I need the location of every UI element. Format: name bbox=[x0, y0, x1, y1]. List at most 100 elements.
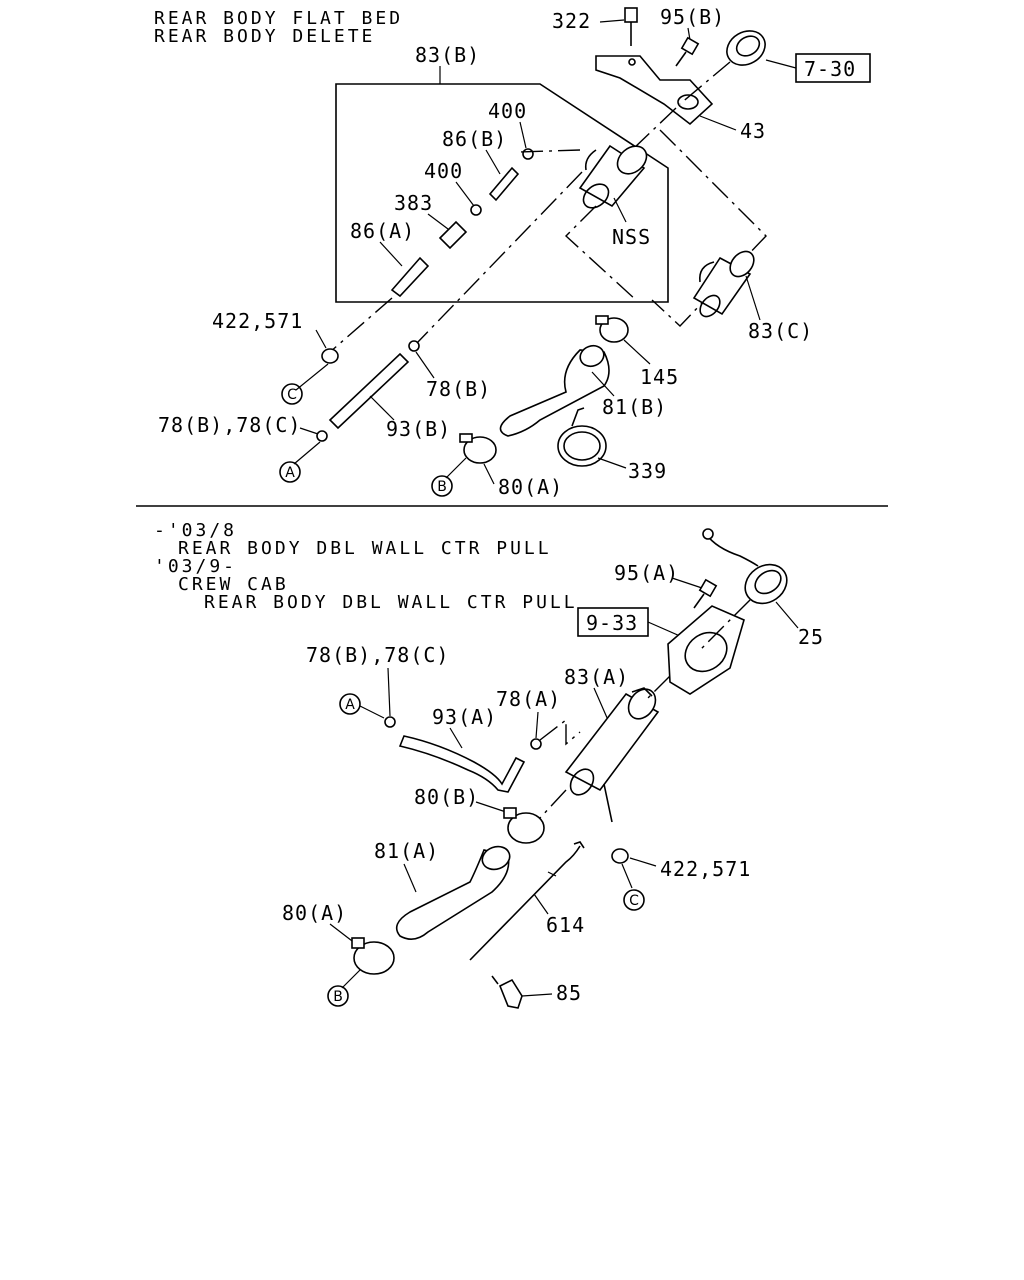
nss-boundary-right bbox=[651, 129, 767, 327]
label-25: 25 bbox=[798, 625, 824, 649]
filler-neck-83a-clip bbox=[631, 687, 653, 697]
clip-78b-top bbox=[408, 340, 420, 352]
leader-145 bbox=[623, 339, 651, 365]
bracket-43-hole bbox=[677, 94, 699, 110]
label-80b: 80(B) bbox=[414, 785, 479, 809]
label-78bc-bottom: 78(B),78(C) bbox=[306, 643, 449, 667]
label-81a: 81(A) bbox=[374, 839, 439, 863]
label-83c: 83(C) bbox=[748, 319, 813, 343]
fuel-cap-25 bbox=[744, 563, 788, 605]
leader-81b bbox=[591, 371, 615, 397]
centerline-vent-top bbox=[519, 149, 581, 153]
centerline-83a bbox=[645, 675, 671, 701]
leader-c-top bbox=[295, 363, 329, 391]
leader-a-top bbox=[293, 441, 321, 465]
label-85: 85 bbox=[556, 981, 582, 1005]
clip-78bc-top bbox=[316, 430, 328, 442]
bracket-43 bbox=[595, 55, 714, 126]
leader-83c bbox=[745, 275, 761, 321]
hose-81a-end bbox=[481, 845, 511, 871]
leader-614 bbox=[533, 893, 549, 915]
centerline-cap bbox=[679, 61, 731, 105]
bolt-95b-shank bbox=[675, 51, 687, 67]
leader-85 bbox=[521, 993, 553, 997]
leader-933 bbox=[647, 621, 681, 637]
bolt-95a-shank bbox=[693, 593, 705, 609]
marker-c-top bbox=[281, 383, 303, 405]
leader-78b-top bbox=[415, 351, 435, 379]
clip-78a bbox=[530, 738, 542, 750]
label-400-lower: 400 bbox=[424, 159, 463, 183]
grommet-422-571-bottom bbox=[611, 848, 629, 864]
centerline-78a bbox=[539, 718, 581, 746]
bottom-header-line-4: CREW CAB bbox=[178, 574, 289, 595]
label-422-571-top: 422,571 bbox=[212, 309, 303, 333]
clamp-80a-top bbox=[463, 436, 497, 464]
band-339-inner bbox=[563, 431, 601, 461]
clamp-80a-top-screw bbox=[459, 433, 473, 443]
bolt-95a-head bbox=[698, 578, 718, 598]
hose-93b bbox=[328, 352, 410, 430]
leader-78a bbox=[535, 711, 539, 739]
leader-400-upper bbox=[519, 121, 527, 149]
marker-b-bottom-letter: B bbox=[333, 989, 343, 1005]
leader-80b bbox=[475, 801, 507, 813]
leader-86b bbox=[485, 149, 501, 175]
bolt-95b-head bbox=[680, 36, 700, 56]
label-ref-730: 7-30 bbox=[804, 57, 856, 81]
filler-neck-83c-bottom bbox=[699, 294, 721, 318]
leader-a-bottom bbox=[359, 705, 385, 719]
leader-78bc-bottom bbox=[387, 667, 391, 717]
hose-86a bbox=[390, 256, 430, 298]
grommet-422-571-top bbox=[321, 348, 339, 364]
hose-81a bbox=[395, 849, 510, 940]
bottom-header-line-3: '03/9- bbox=[154, 556, 237, 577]
centerline-80b bbox=[539, 789, 567, 819]
clamp-145-screw bbox=[595, 315, 609, 325]
leader-b-top bbox=[445, 457, 467, 479]
centerline-cap-bottom bbox=[699, 599, 751, 651]
centerline-86a bbox=[329, 297, 393, 353]
label-78b-top: 78(B) bbox=[426, 377, 491, 401]
label-383: 383 bbox=[394, 191, 433, 215]
label-95a: 95(A) bbox=[614, 561, 679, 585]
leader-339 bbox=[597, 457, 627, 469]
band-339-tab bbox=[571, 407, 585, 427]
filler-neck-83c-mouth bbox=[729, 250, 755, 278]
cap-25-tether-end bbox=[702, 528, 714, 540]
leader-nss bbox=[613, 197, 627, 223]
marker-a-bottom-letter: A bbox=[345, 697, 355, 713]
fuel-cap-25-center bbox=[754, 569, 782, 595]
marker-b-top-letter: B bbox=[437, 479, 447, 495]
marker-c-bottom bbox=[623, 889, 645, 911]
rod-614-hook bbox=[573, 841, 585, 849]
label-322: 322 bbox=[552, 9, 591, 33]
bottom-header-line-2: REAR BODY DBL WALL CTR PULL bbox=[178, 538, 552, 559]
hose-93a bbox=[398, 735, 526, 793]
marker-a-bottom bbox=[339, 693, 361, 715]
label-93a: 93(A) bbox=[432, 705, 497, 729]
clip-400-lower bbox=[470, 204, 482, 216]
filler-neck-83c-vent bbox=[698, 261, 715, 283]
marker-a-top bbox=[279, 461, 301, 483]
top-header-line-1: REAR BODY FLAT BED bbox=[154, 8, 403, 29]
marker-a-top-letter: A bbox=[285, 465, 295, 481]
leader-83a bbox=[593, 687, 609, 721]
label-78bc-top: 78(B),78(C) bbox=[158, 413, 301, 437]
label-422-571-bottom: 422,571 bbox=[660, 857, 751, 881]
leader-730 bbox=[765, 59, 797, 69]
rod-614-tick bbox=[547, 871, 557, 877]
cap-25-tether bbox=[705, 533, 759, 567]
leader-43 bbox=[699, 115, 737, 131]
filler-housing bbox=[667, 605, 745, 695]
label-86b: 86(B) bbox=[442, 127, 507, 151]
hose-81b bbox=[499, 349, 610, 437]
label-95b: 95(B) bbox=[660, 5, 725, 29]
filler-neck-mouth bbox=[616, 145, 648, 175]
centerline-vent-upper bbox=[415, 171, 583, 345]
label-83a: 83(A) bbox=[564, 665, 629, 689]
top-header-line-2: REAR BODY DELETE bbox=[154, 26, 375, 47]
leader-c-bottom bbox=[621, 863, 633, 889]
ref-box-730 bbox=[795, 53, 871, 83]
